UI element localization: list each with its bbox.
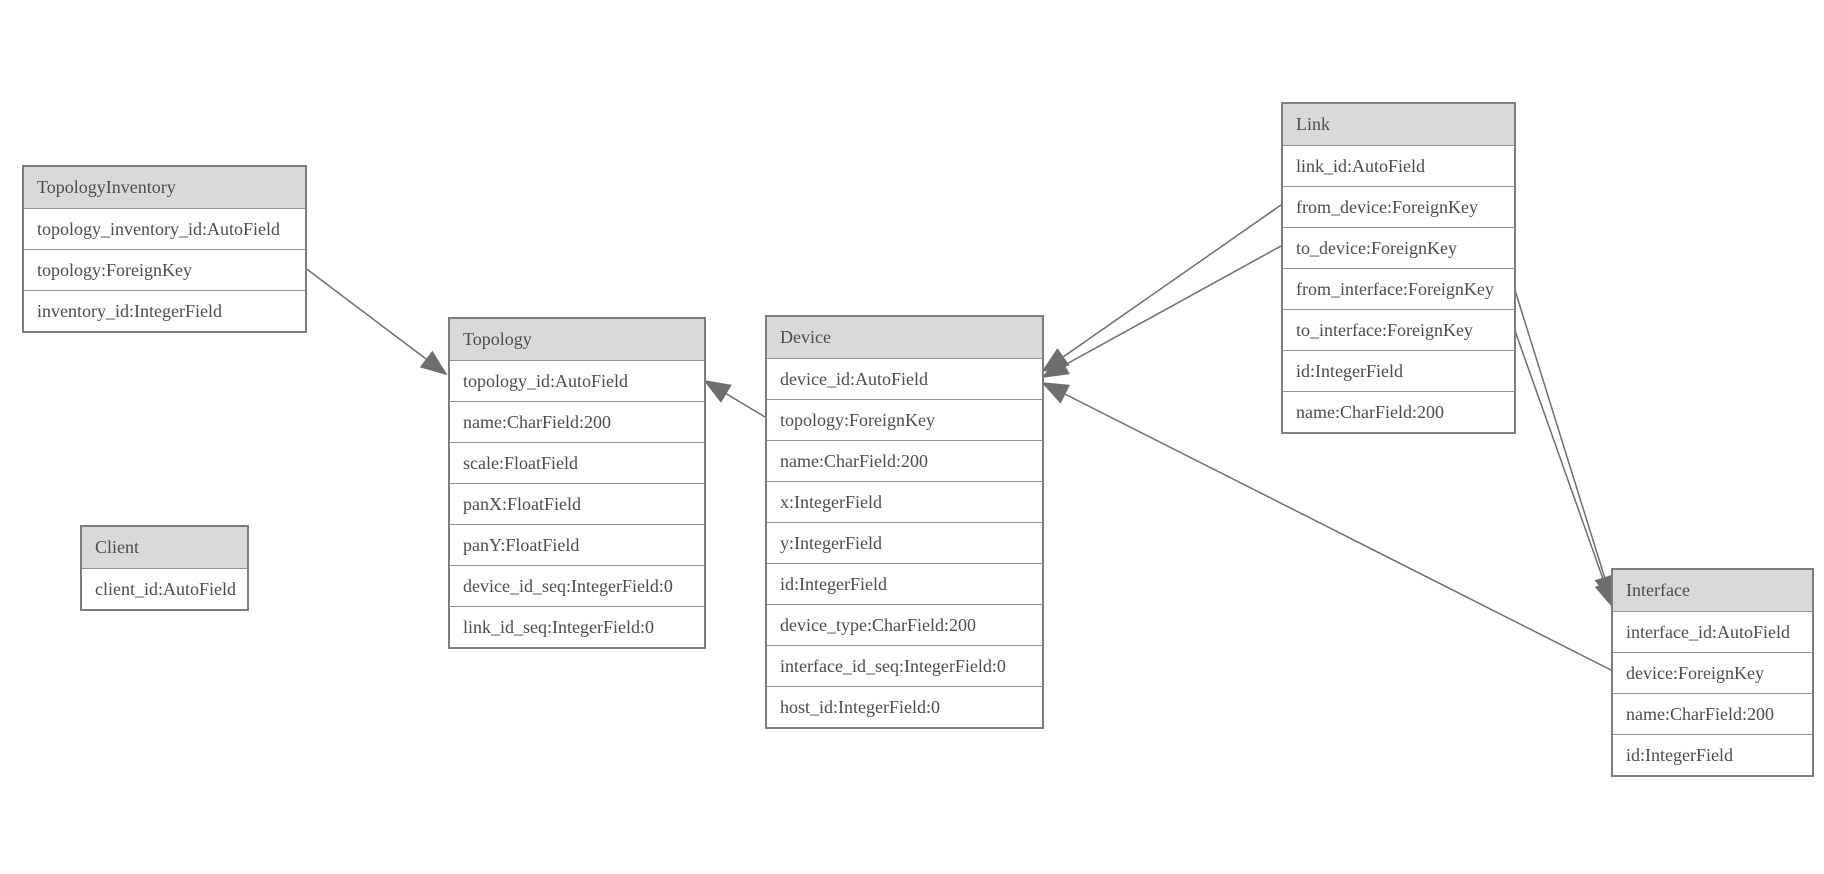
entity-field-row: device:ForeignKey xyxy=(1613,652,1812,693)
entity-field-row: to_interface:ForeignKey xyxy=(1283,309,1514,350)
entity-field-row: from_device:ForeignKey xyxy=(1283,186,1514,227)
relation-line-link.from_device xyxy=(1041,204,1282,373)
entity-field-row: link_id:AutoField xyxy=(1283,145,1514,186)
entity-field-row: name:CharField:200 xyxy=(767,440,1042,481)
entity-field-row: client_id:AutoField xyxy=(82,568,247,609)
entity-field-row: link_id_seq:IntegerField:0 xyxy=(450,606,704,647)
entity-title: Interface xyxy=(1613,570,1812,611)
entity-field-row: device_id_seq:IntegerField:0 xyxy=(450,565,704,606)
entity-field-row: device_id:AutoField xyxy=(767,358,1042,399)
entity-field-row: name:CharField:200 xyxy=(1613,693,1812,734)
entity-title: Link xyxy=(1283,104,1514,145)
relation-line-link.to_interface xyxy=(1513,327,1615,609)
entity-field-row: panY:FloatField xyxy=(450,524,704,565)
entity-field-row: id:IntegerField xyxy=(767,563,1042,604)
entity-field-row: device_type:CharField:200 xyxy=(767,604,1042,645)
entity-field-row: topology_inventory_id:AutoField xyxy=(24,208,305,249)
entity-title: TopologyInventory xyxy=(24,167,305,208)
relation-line-link.from_interface xyxy=(1513,286,1615,603)
entity-field-row: y:IntegerField xyxy=(767,522,1042,563)
entity-field-row: panX:FloatField xyxy=(450,483,704,524)
entity-field-row: scale:FloatField xyxy=(450,442,704,483)
entity-field-row: to_device:ForeignKey xyxy=(1283,227,1514,268)
entity-field-row: name:CharField:200 xyxy=(1283,391,1514,432)
entity-field-row: interface_id_seq:IntegerField:0 xyxy=(767,645,1042,686)
relation-line-device.topology xyxy=(703,379,766,418)
entity-field-row: x:IntegerField xyxy=(767,481,1042,522)
entity-field-row: from_interface:ForeignKey xyxy=(1283,268,1514,309)
entity-field-row: id:IntegerField xyxy=(1613,734,1812,775)
entity-title: Device xyxy=(767,317,1042,358)
entity-field-row: topology:ForeignKey xyxy=(767,399,1042,440)
relation-line-topologyinventory.topology xyxy=(303,266,448,376)
entity-title: Topology xyxy=(450,319,704,360)
relation-line-interface.device xyxy=(1041,382,1612,671)
entity-field-row: host_id:IntegerField:0 xyxy=(767,686,1042,727)
entity-field-row: id:IntegerField xyxy=(1283,350,1514,391)
entity-field-row: inventory_id:IntegerField xyxy=(24,290,305,331)
relation-line-link.to_device xyxy=(1041,245,1282,378)
entity-title: Client xyxy=(82,527,247,568)
entity-field-row: interface_id:AutoField xyxy=(1613,611,1812,652)
entity-field-row: topology_id:AutoField xyxy=(450,360,704,401)
entity-field-row: name:CharField:200 xyxy=(450,401,704,442)
entity-field-row: topology:ForeignKey xyxy=(24,249,305,290)
